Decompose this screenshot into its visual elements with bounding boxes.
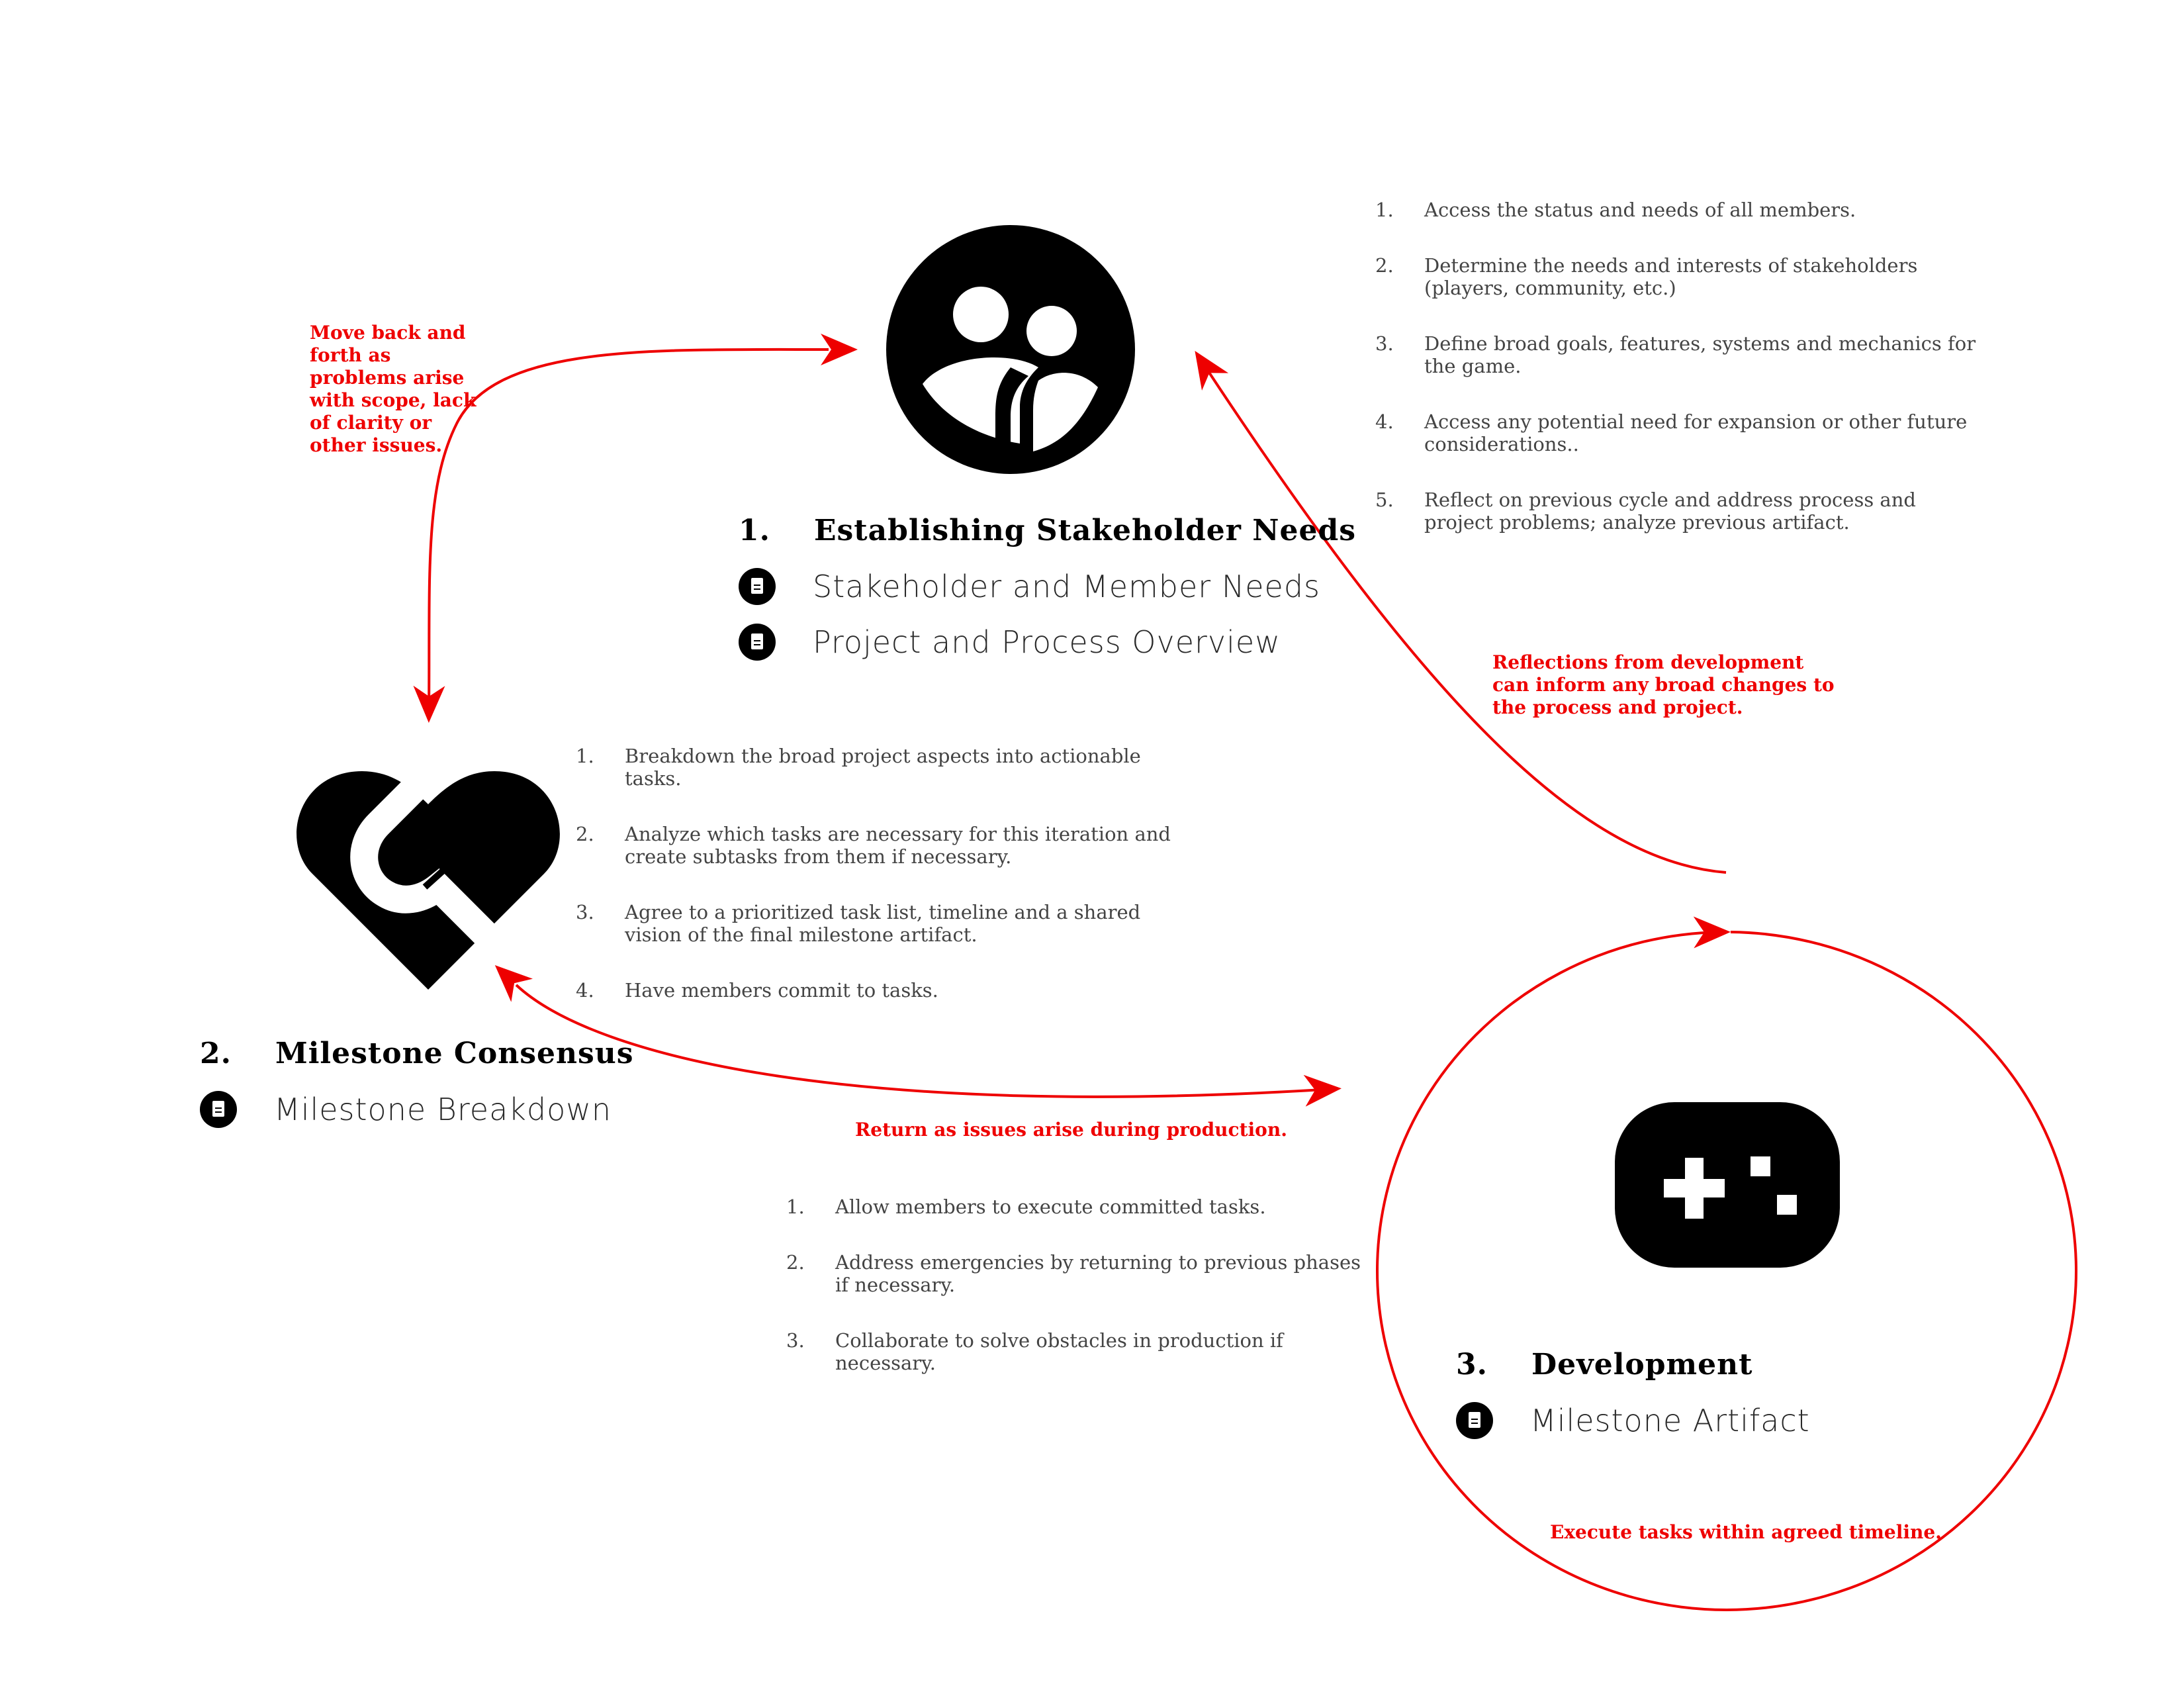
- list-item: 3.Agree to a prioritized task list, time…: [576, 901, 1141, 946]
- artifact-milestone-breakdown[interactable]: Milestone Breakdown: [200, 1091, 612, 1128]
- list-item: 1.Breakdown the broad project aspects in…: [576, 745, 1141, 790]
- artifact-label: Project and Process Overview: [813, 624, 1281, 660]
- phase3-icon: [1615, 1102, 1840, 1268]
- artifact-milestone-artifact[interactable]: Milestone Artifact: [1456, 1402, 1810, 1439]
- annotation-phase3-loop: Execute tasks within agreed timeline.: [1550, 1521, 1942, 1543]
- document-icon: [200, 1091, 237, 1128]
- phase2-title: 2. Milestone Consensus: [200, 1037, 634, 1070]
- list-item: 5.Reflect on previous cycle and address …: [1375, 489, 1916, 534]
- phase1-number: 1.: [739, 514, 770, 547]
- arrow-phase2-phase3: [494, 965, 1342, 1107]
- gamepad-icon: [1615, 1102, 1840, 1268]
- arrow-phase1-phase2: [413, 333, 858, 723]
- phase1-steps: 1.Access the status and needs of all mem…: [1375, 199, 1991, 567]
- arrow-phase3-phase1: [1195, 350, 1727, 874]
- document-icon: [739, 568, 776, 605]
- list-item: 1.Allow members to execute committed tas…: [786, 1196, 1266, 1218]
- artifact-label: Milestone Artifact: [1530, 1403, 1810, 1438]
- phase1-title: 1. Establishing Stakeholder Needs: [739, 514, 1356, 547]
- list-item: 1.Access the status and needs of all mem…: [1375, 199, 1856, 221]
- annotation-phase1-phase2: Move back and forth as problems arise wi…: [310, 322, 477, 456]
- phase3-steps: 1.Allow members to execute committed tas…: [786, 1196, 1369, 1407]
- list-item: 4.Have members commit to tasks.: [576, 979, 938, 1002]
- phase2-steps: 1.Breakdown the broad project aspects in…: [576, 745, 1191, 1035]
- list-item: 2.Address emergencies by returning to pr…: [786, 1251, 1361, 1296]
- group-icon: [886, 225, 1135, 474]
- phase2-number: 2.: [200, 1037, 232, 1070]
- annotation-phase2-phase3: Return as issues arise during production…: [855, 1119, 1287, 1141]
- list-item: 4.Access any potential need for expansio…: [1375, 410, 1968, 455]
- artifact-project-overview[interactable]: Project and Process Overview: [739, 624, 1281, 661]
- list-item: 3.Collaborate to solve obstacles in prod…: [786, 1329, 1283, 1374]
- annotation-phase3-phase1: Reflections from development can inform …: [1492, 651, 1835, 718]
- phase2-title-text: Milestone Consensus: [275, 1037, 634, 1070]
- phase1-icon: [886, 225, 1135, 474]
- development-loop: [1376, 916, 2077, 1611]
- artifact-label: Stakeholder and Member Needs: [813, 569, 1321, 604]
- phase2-icon: [293, 751, 564, 996]
- list-item: 2.Determine the needs and interests of s…: [1375, 254, 1918, 299]
- list-item: 3.Define broad goals, features, systems …: [1375, 332, 1976, 377]
- artifact-label: Milestone Breakdown: [274, 1092, 612, 1127]
- phase1-title-text: Establishing Stakeholder Needs: [814, 514, 1357, 547]
- handshake-heart-icon: [296, 771, 560, 990]
- list-item: 2.Analyze which tasks are necessary for …: [576, 823, 1171, 868]
- phase3-title-text: Development: [1531, 1348, 1753, 1382]
- document-icon: [1456, 1402, 1493, 1439]
- artifact-stakeholder-needs[interactable]: Stakeholder and Member Needs: [739, 568, 1320, 605]
- phase3-number: 3.: [1456, 1348, 1488, 1382]
- phase3-title: 3. Development: [1456, 1348, 1752, 1382]
- document-icon: [739, 624, 776, 661]
